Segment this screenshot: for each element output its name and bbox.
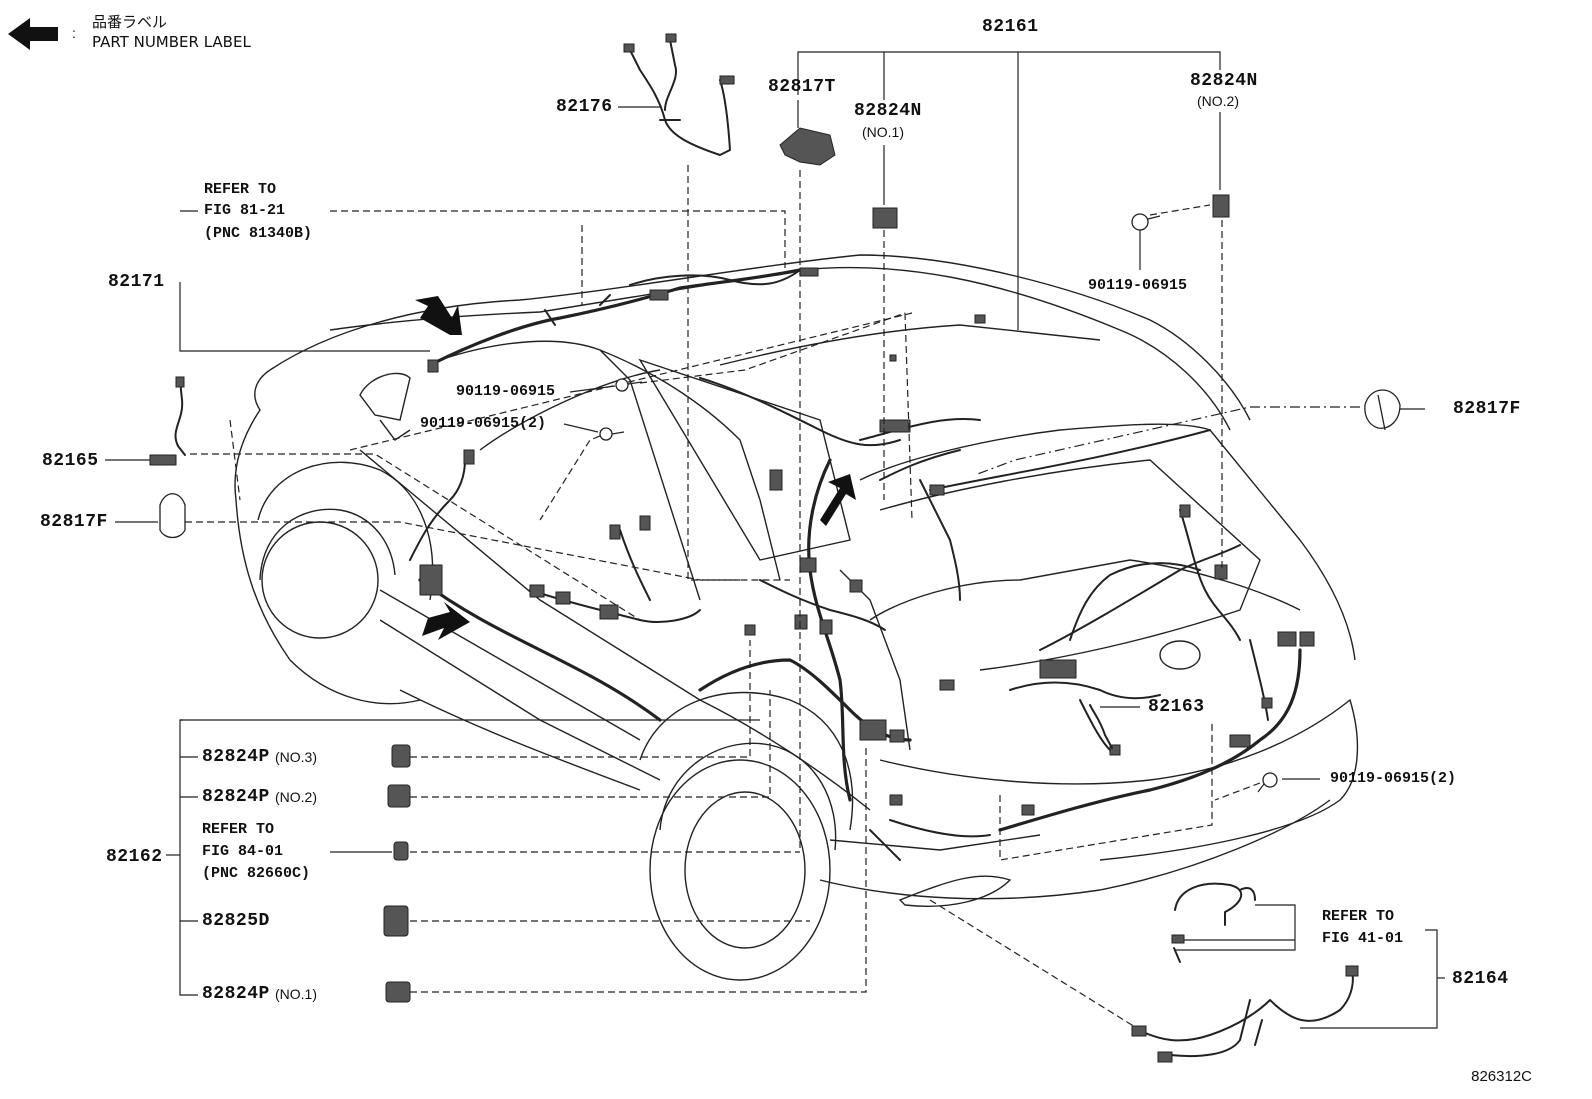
label-82824n-no2-sub: (NO.2) [1197,93,1239,109]
label-82171: 82171 [108,272,165,292]
label-90119-right: 90119-06915(2) [1330,770,1457,787]
leader-lines [105,51,1445,1029]
connector-82824p-no3 [391,744,411,768]
harness-82163 [1089,704,1113,749]
wire-harness-lines [409,268,1302,861]
label-82824p-no3: 82824P [202,747,270,767]
label-82817f-right: 82817F [1453,399,1521,419]
refer-fig81-line3: (PNC 81340B) [204,225,313,242]
arrow-pillar-icon [820,474,856,526]
label-82165: 82165 [42,451,99,471]
legend-separator: : [72,25,76,41]
label-82824n-no1 [872,207,898,229]
refer-fig41-line2: FIG 41-01 [1322,930,1404,947]
label-82824p-no3-sub: (NO.3) [275,749,317,765]
connector-82824p-no1 [385,981,411,1003]
label-90119-top: 90119-06915 [1088,277,1188,294]
connector-blocks [419,267,1315,816]
refer-fig84-line3: (PNC 82660C) [202,865,311,882]
label-82817t: 82817T [768,77,836,97]
left-arrow-icon [8,18,58,50]
sensor-82165 [174,379,186,456]
label-82163: 82163 [1148,697,1205,717]
arrow-roof-icon [415,296,462,335]
connector-82824p-no2 [387,784,411,808]
label-82824p-no1-sub: (NO.1) [275,986,317,1002]
arrow-floor-icon [422,602,470,640]
legend-line-japanese: 品番ラベル [92,13,168,31]
label-90119-b: 90119-06915(2) [420,415,547,432]
bolt-right-icon [1262,772,1278,788]
refer-fig81-line1: REFER TO [204,181,277,198]
label-82824p-no1: 82824P [202,984,270,1004]
label-82817f-left: 82817F [40,512,108,532]
label-82161: 82161 [982,17,1039,37]
clip-82817f-left [159,493,186,539]
reference-dashed-lines [185,165,1360,1031]
legend-line-english: PART NUMBER LABEL [92,33,251,51]
connector-82825d [383,905,409,937]
clip-82817f-right [1364,389,1401,429]
bracket-82817t [779,127,836,166]
harness-82164-a [1174,882,1256,926]
label-82825d: 82825D [202,911,270,931]
label-90119-a: 90119-06915 [456,383,556,400]
bolt-top-icon [1131,213,1149,231]
label-82824n-no2 [1212,194,1230,218]
refer-fig81-line2: FIG 81-21 [204,202,286,219]
location-arrows [415,296,856,640]
label-82824n-no2: 82824N [1190,71,1258,91]
exploded-parts [149,33,1401,1063]
label-82176: 82176 [556,97,613,117]
label-82164: 82164 [1452,969,1509,989]
figure-code: 826312C [1471,1068,1532,1085]
label-82824n-no1-sub: (NO.1) [862,124,904,140]
refer-fig84-line2: FIG 84-01 [202,843,284,860]
label-82162: 82162 [106,847,163,867]
legend-text: 品番ラベル PART NUMBER LABEL [92,12,251,52]
harness-82176 [629,39,731,156]
label-82824p-no2-sub: (NO.2) [275,789,317,805]
bolt-b-icon [599,427,613,441]
bolt-a-icon [615,378,629,392]
label-82824n-no1: 82824N [854,101,922,121]
connector-fig84 [393,841,409,861]
refer-fig41-line1: REFER TO [1322,908,1395,925]
refer-fig84-line1: REFER TO [202,821,275,838]
label-82824p-no2: 82824P [202,787,270,807]
harness-82164-b [1137,969,1354,1058]
